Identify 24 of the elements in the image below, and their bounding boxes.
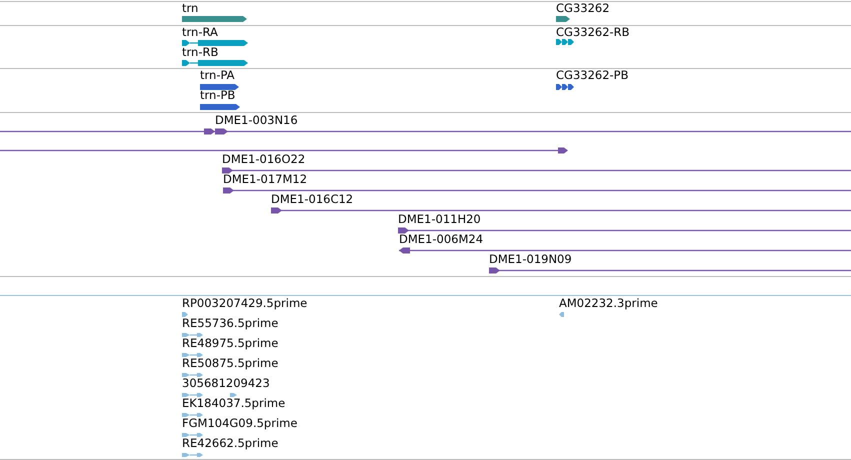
clone-label: DME1-006M24: [399, 233, 484, 246]
protein-label: trn-PA: [200, 69, 235, 82]
clone-label: DME1-019N09: [489, 253, 572, 266]
clone-label: DME1-011H20: [398, 213, 481, 226]
est-label: RP003207429.5prime: [182, 297, 308, 310]
est-label: RE48975.5prime: [182, 337, 278, 350]
clone-label: DME1-017M12: [223, 173, 308, 186]
transcript-label: trn-RB: [182, 46, 218, 59]
transcript-label: trn-RA: [182, 26, 218, 39]
clone-label: DME1-016C12: [271, 193, 354, 206]
est-label: EK184037.5prime: [182, 397, 286, 410]
transcript-label: CG33262-RB: [556, 26, 630, 39]
gene-label: CG33262: [556, 2, 610, 15]
clone-label: DME1-003N16: [215, 114, 298, 127]
est-label: 305681209423: [182, 377, 270, 390]
gene-label: trn: [182, 2, 198, 15]
protein-label: trn-PB: [200, 89, 236, 102]
est-label: RE55736.5prime: [182, 317, 278, 330]
est-label: RE42662.5prime: [182, 437, 278, 450]
est-label: RE50875.5prime: [182, 357, 278, 370]
est-label: FGM104G09.5prime: [182, 417, 298, 430]
est-label: AM02232.3prime: [559, 297, 658, 310]
protein-label: CG33262-PB: [556, 69, 628, 82]
clone-label: DME1-016O22: [222, 153, 306, 166]
